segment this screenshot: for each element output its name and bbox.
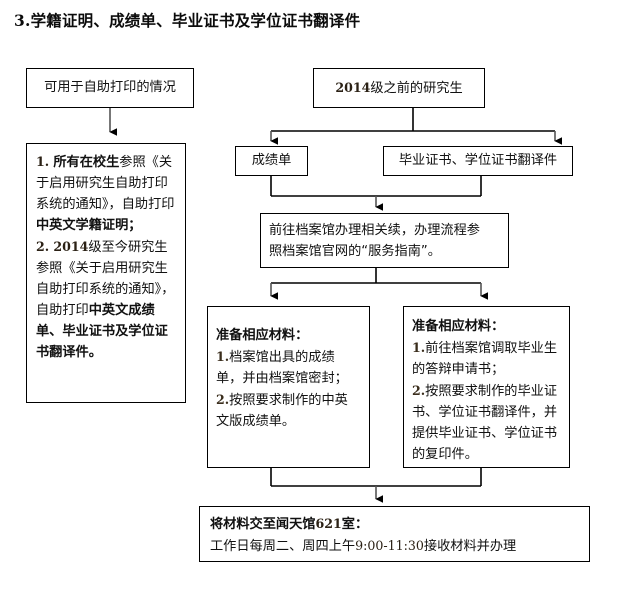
materials-left-item2-number: 2. [216,392,230,407]
pre-2014-label: 2014级之前的研究生 [329,78,468,99]
node-transcript[interactable]: 成绩单 [235,146,308,176]
materials-left-item1-text: 档案馆出具的成绩单，并由档案馆密封； [216,350,348,386]
node-materials-right[interactable]: 准备相应材料： 1.前往档案馆调取毕业生的答辩申请书； 2.按照要求制作的毕业证… [403,306,570,468]
item1-bold-a: 所有在校生 [53,155,120,170]
materials-right-item1-text: 前往档案馆调取毕业生的答辩申请书； [412,341,558,377]
node-self-print-body[interactable]: 1. 所有在校生参照《关于启用研究生自助打印系统的通知》，自助打印中英文学籍证明… [26,143,186,403]
materials-right-item2-text: 按照要求制作的毕业证书、学位证书翻译件，并提供毕业证书、学位证书的复印件。 [412,384,558,462]
materials-left-text: 准备相应材料： 1.档案馆出具的成绩单，并由档案馆密封； 2.按照要求制作的中英… [208,307,369,432]
submit-line2-b: 接收材料并办理 [423,539,517,554]
materials-right-item1-number: 1. [412,340,426,355]
pre-2014-year: 2014 [335,79,371,95]
archive-line-1: 前往档案馆办理相关续，办理流程参 [269,223,480,238]
submit-heading-a: 将材料交至闻天馆 [210,517,316,532]
submit-line2-a: 工作日每周二、周四上午 [210,539,356,554]
archive-line-2: 照档案馆官网的“服务指南”。 [269,244,441,259]
diploma-translation-label: 毕业证书、学位证书翻译件 [398,153,558,168]
materials-left-item2-text: 按照要求制作的中英文版成绩单。 [216,393,348,429]
transcript-label: 成绩单 [251,153,292,168]
self-print-header-label: 可用于自助打印的情况 [44,80,176,95]
item2-number: 2. [36,239,50,254]
submit-room-number: 621 [315,516,342,531]
materials-right-heading: 准备相应材料： [412,319,505,334]
item1-text-a: 参照 [119,155,146,170]
node-materials-left[interactable]: 准备相应材料： 1.档案馆出具的成绩单，并由档案馆密封； 2.按照要求制作的中英… [207,306,370,468]
submit-time-range: 9:00-11:30 [355,538,424,553]
item1-number: 1. [36,154,50,169]
node-pre-2014-graduate[interactable]: 2014级之前的研究生 [313,68,485,108]
materials-right-item2-number: 2. [412,383,426,398]
materials-left-heading: 准备相应材料： [216,328,309,343]
self-print-body-text: 1. 所有在校生参照《关于启用研究生自助打印系统的通知》，自助打印中英文学籍证明… [27,144,185,369]
item1-text-b: 《关于启用研究生自助打印系统的通知》，自助打印 [36,155,175,212]
node-diploma-translation[interactable]: 毕业证书、学位证书翻译件 [383,146,573,176]
submit-text: 将材料交至闻天馆621室： 工作日每周二、周四上午9:00-11:30接收材料并… [200,507,589,563]
node-submit-materials[interactable]: 将材料交至闻天馆621室： 工作日每周二、周四上午9:00-11:30接收材料并… [199,506,590,562]
pre-2014-text: 级之前的研究生 [370,80,463,96]
node-self-print-header[interactable]: 可用于自助打印的情况 [26,68,194,108]
item2-text-a: 级至今研究生参照《关于启用研究生自助打印系统的通知》，自助打印 [36,240,175,318]
materials-left-item1-number: 1. [216,349,230,364]
item2-bold-b: 中英文成绩单、毕业证书及学位证书翻译件。 [36,303,168,360]
node-archive-office[interactable]: 前往档案馆办理相关续，办理流程参 照档案馆官网的“服务指南”。 [260,213,509,268]
materials-right-text: 准备相应材料： 1.前往档案馆调取毕业生的答辩申请书； 2.按照要求制作的毕业证… [404,307,569,465]
item2-bold-a: 2014 [53,239,89,254]
item1-bold-b: 中英文学籍证明； [36,218,142,233]
submit-heading-b: 室： [341,517,369,532]
archive-office-text: 前往档案馆办理相关续，办理流程参 照档案馆官网的“服务指南”。 [261,214,508,268]
page-title: 3.学籍证明、成绩单、毕业证书及学位证书翻译件 [14,11,361,30]
